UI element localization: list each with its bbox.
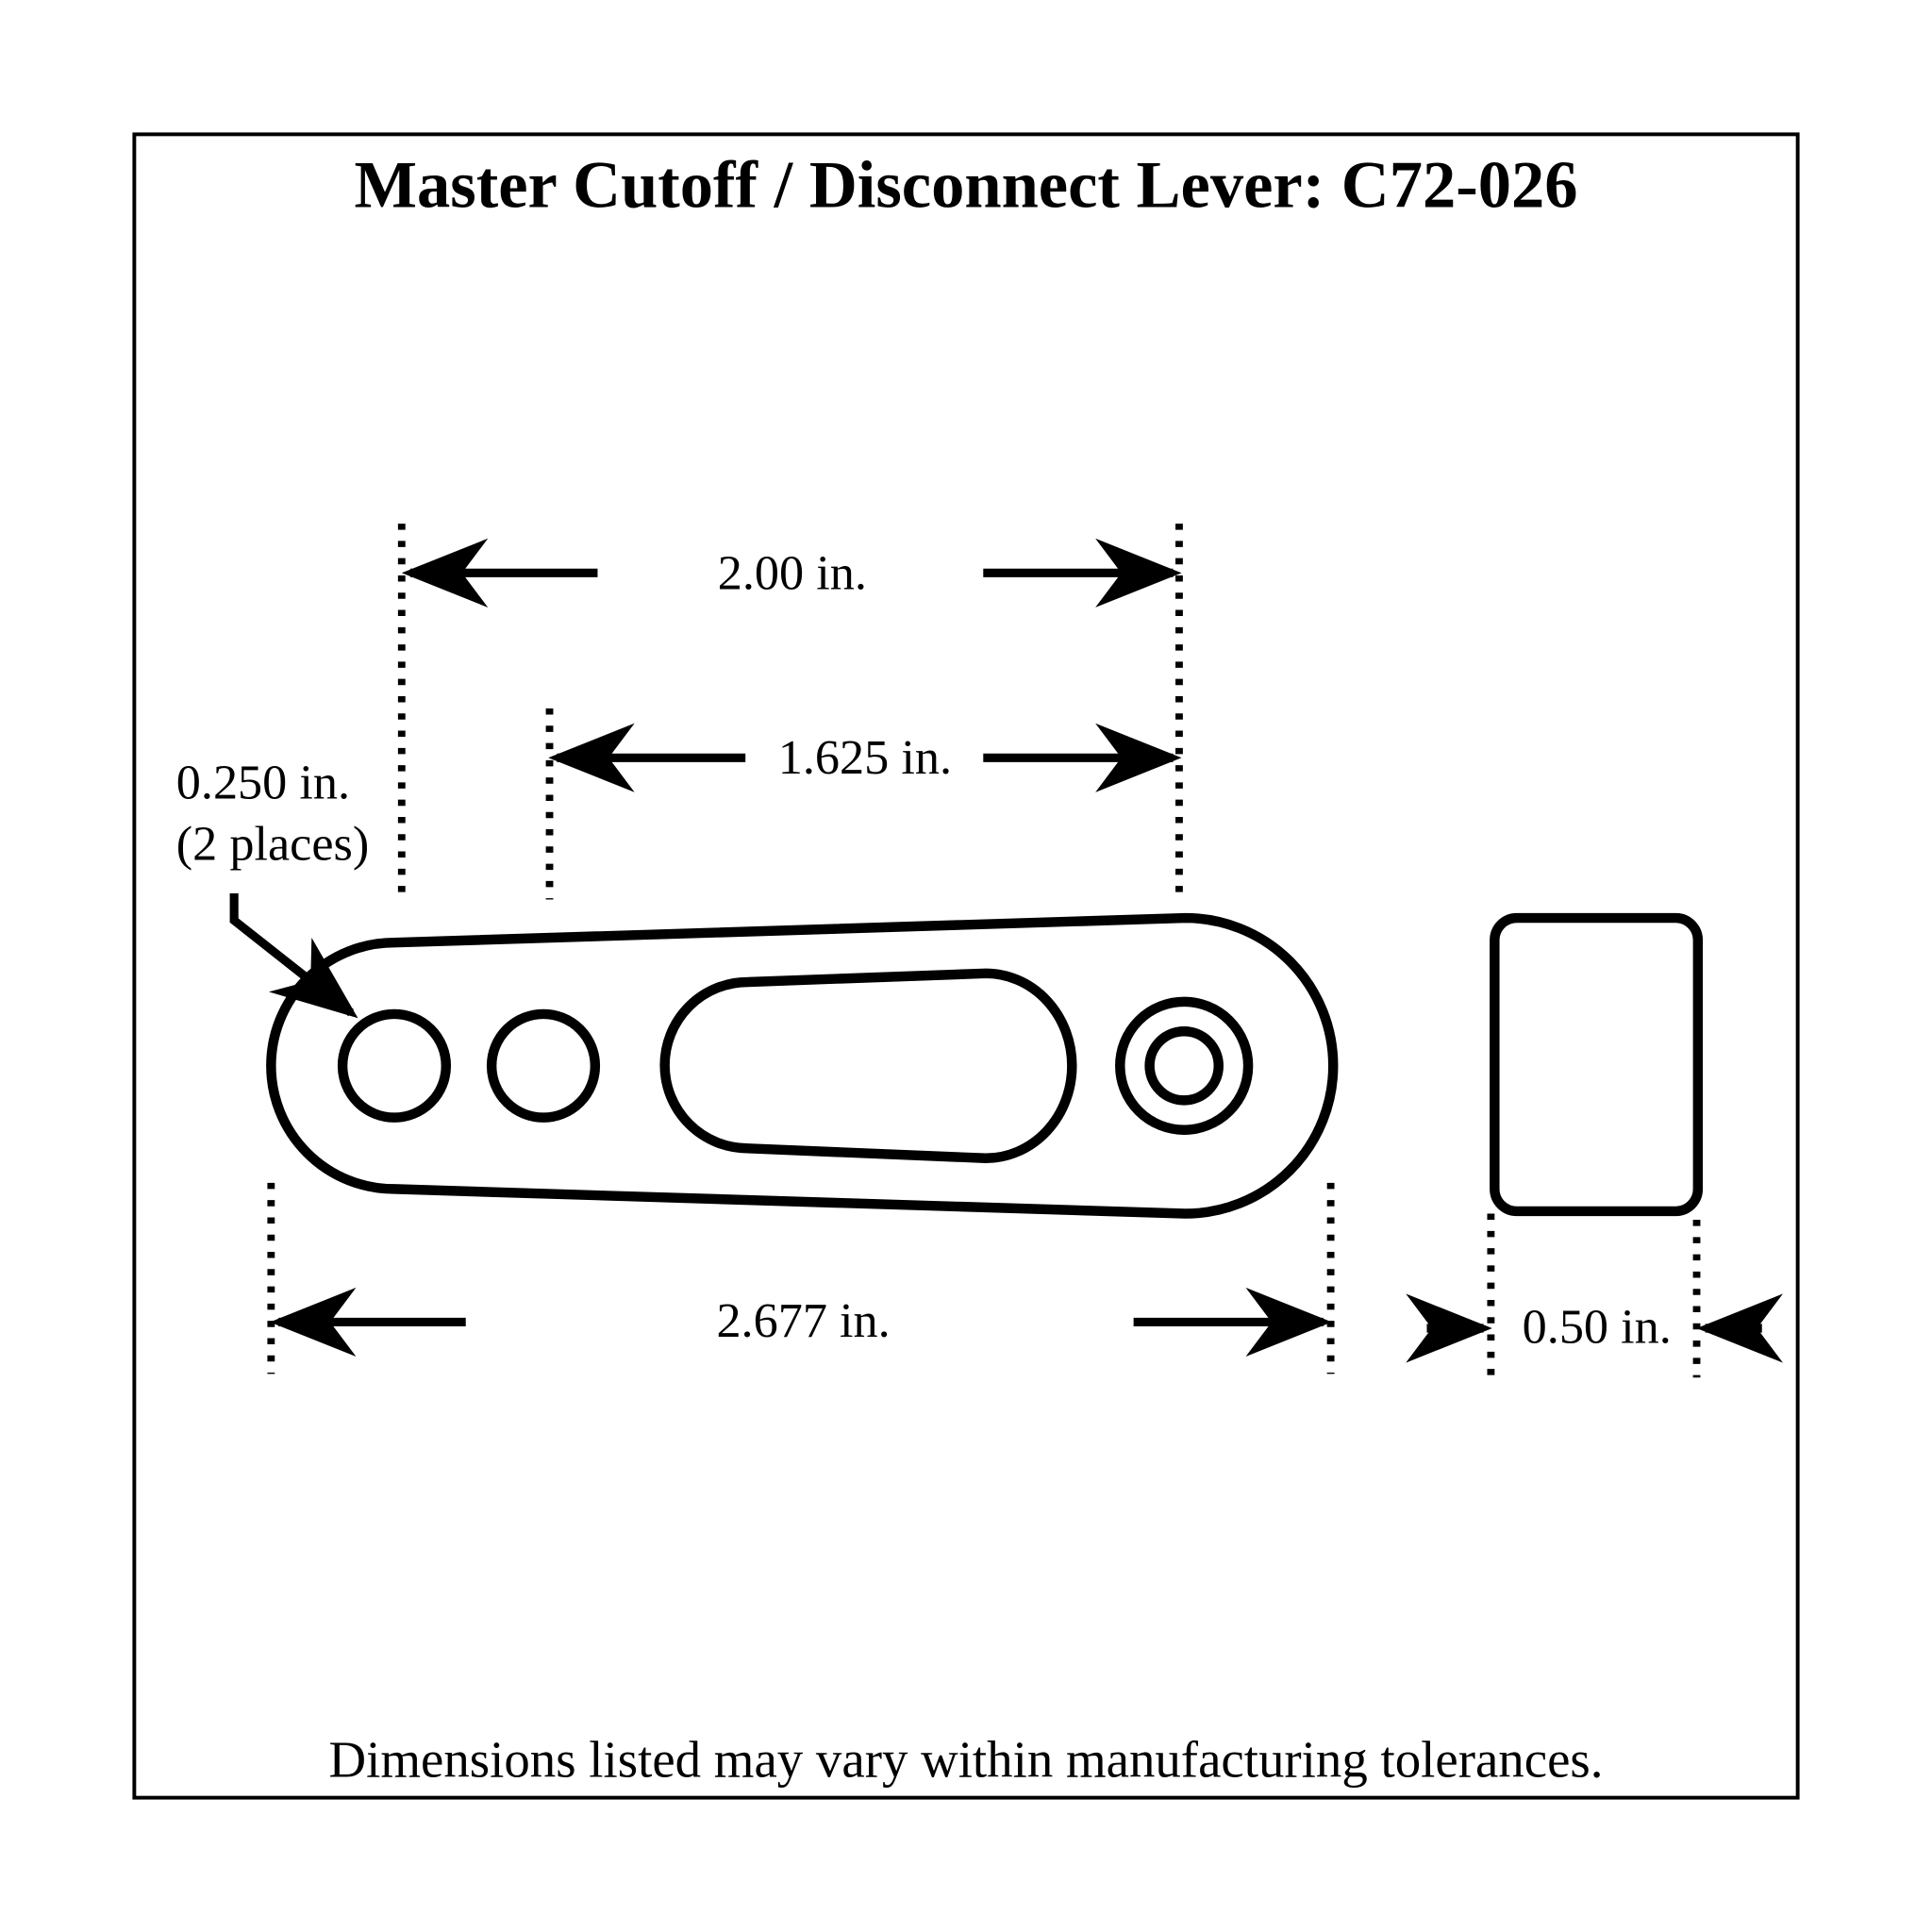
side-view-profile	[1490, 912, 1704, 1217]
pivot-outer-ring	[1115, 996, 1254, 1135]
pivot-inner-hole	[1144, 1025, 1224, 1106]
mounting-hole-2	[486, 1008, 601, 1123]
mounting-hole-1	[337, 1008, 452, 1123]
drawing-border	[132, 132, 1800, 1800]
hole-count-label: (2 places)	[176, 817, 369, 872]
callout-leader-arrow	[229, 892, 358, 1019]
center-slot	[659, 968, 1077, 1163]
dimension-hole-spacing: 2.00 in.	[718, 545, 867, 600]
hole-diameter-label: 0.250 in.	[176, 755, 350, 809]
dimension-overall-length: 2.677 in.	[716, 1293, 890, 1348]
dimension-width: 0.50 in.	[1523, 1300, 1672, 1355]
lever-outline	[266, 912, 1339, 1219]
tolerance-note: Dimensions listed may vary within manufa…	[329, 1730, 1604, 1788]
drawing-title: Master Cutoff / Disconnect Lever: C72-02…	[354, 148, 1577, 222]
dimension-inner-spacing: 1.625 in.	[778, 730, 952, 785]
